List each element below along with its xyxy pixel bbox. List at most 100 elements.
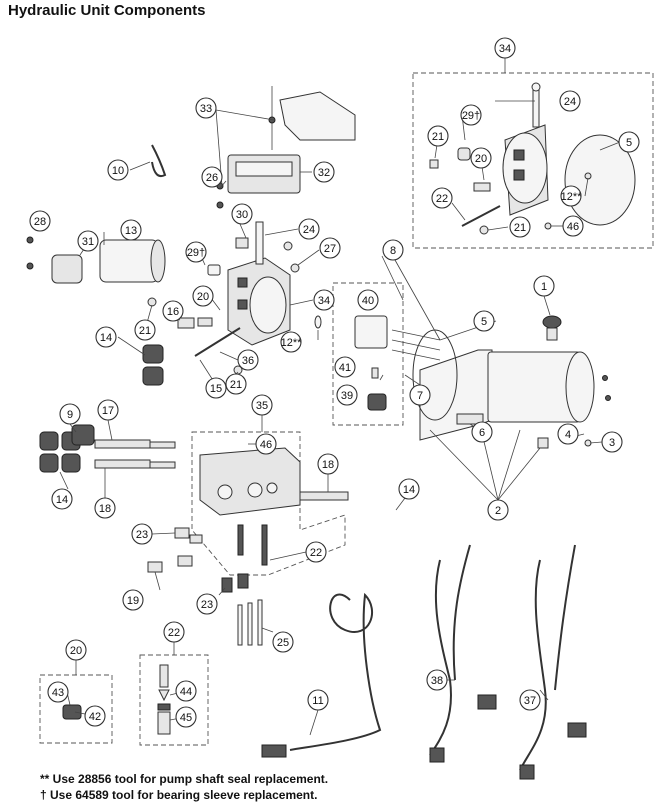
callout-16: 16: [162, 300, 184, 322]
callout-22-mid: 22: [305, 541, 327, 563]
callout-28: 28: [29, 210, 51, 232]
svg-text:31: 31: [82, 236, 94, 248]
callout-22-top: 22: [431, 187, 453, 209]
callout-10: 10: [107, 159, 129, 181]
callout-26: 26: [201, 166, 223, 188]
callout-27: 27: [319, 237, 341, 259]
svg-text:22: 22: [436, 193, 448, 205]
callout-12-top: 12**: [560, 185, 582, 207]
callout-11: 11: [307, 689, 329, 711]
svg-text:22: 22: [168, 627, 180, 639]
svg-text:3: 3: [609, 437, 615, 449]
callout-3: 3: [601, 431, 623, 453]
callout-20-mid: 20: [192, 285, 214, 307]
callout-31: 31: [77, 230, 99, 252]
svg-text:12**: 12**: [281, 337, 303, 349]
svg-text:5: 5: [481, 316, 487, 328]
callout-32: 32: [313, 161, 335, 183]
group-box-22-detail: [139, 654, 209, 746]
svg-text:1: 1: [541, 281, 547, 293]
callout-43: 43: [47, 681, 69, 703]
wiring-harnesses: [261, 544, 587, 780]
svg-text:23: 23: [136, 529, 148, 541]
svg-text:20: 20: [197, 291, 209, 303]
svg-text:33: 33: [200, 103, 212, 115]
svg-text:6: 6: [479, 427, 485, 439]
svg-text:5: 5: [626, 137, 632, 149]
pump-manifold: [147, 221, 322, 375]
svg-text:20: 20: [70, 645, 82, 657]
svg-text:38: 38: [431, 675, 443, 687]
svg-text:9: 9: [67, 409, 73, 421]
callout-9: 9: [59, 403, 81, 425]
callout-39: 39: [336, 384, 358, 406]
callout-41: 41: [334, 356, 356, 378]
svg-text:8: 8: [390, 245, 396, 257]
svg-text:18: 18: [322, 459, 334, 471]
svg-text:26: 26: [206, 172, 218, 184]
callout-34-mid: 34: [313, 289, 335, 311]
callout-24-mid: 24: [298, 218, 320, 240]
svg-text:20: 20: [475, 153, 487, 165]
svg-text:43: 43: [52, 687, 64, 699]
callout-44: 44: [175, 680, 197, 702]
callout-19: 19: [122, 589, 144, 611]
svg-text:39: 39: [341, 390, 353, 402]
svg-text:14: 14: [403, 484, 415, 496]
detail-contents: [62, 664, 171, 735]
callout-13: 13: [120, 219, 142, 241]
callout-23-lower: 23: [196, 593, 218, 615]
control-board-parts: [151, 86, 356, 209]
svg-text:22: 22: [310, 547, 322, 559]
svg-text:32: 32: [318, 167, 330, 179]
callout-5-mid: 5: [473, 310, 495, 332]
svg-text:41: 41: [339, 362, 351, 374]
svg-text:24: 24: [564, 96, 576, 108]
callout-7: 7: [409, 384, 431, 406]
callout-15: 15: [205, 377, 227, 399]
callout-36: 36: [237, 349, 259, 371]
fittings-lower: [147, 527, 263, 646]
callout-21-top: 21: [427, 125, 449, 147]
svg-text:45: 45: [180, 712, 192, 724]
svg-text:21: 21: [514, 222, 526, 234]
svg-text:27: 27: [324, 243, 336, 255]
valve-manifold: [199, 447, 301, 566]
callout-24-top: 24: [559, 90, 581, 112]
svg-text:44: 44: [180, 686, 192, 698]
callout-8: 8: [382, 239, 404, 261]
callout-25: 25: [272, 631, 294, 653]
callout-46-top: 46: [562, 215, 584, 237]
callout-14-left: 14: [51, 488, 73, 510]
callout-29-top: 29†: [460, 104, 482, 126]
svg-text:28: 28: [34, 216, 46, 228]
svg-text:7: 7: [417, 390, 423, 402]
callout-5-top: 5: [618, 131, 640, 153]
svg-text:30: 30: [236, 209, 248, 221]
callout-40: 40: [357, 289, 379, 311]
svg-text:21: 21: [230, 379, 242, 391]
svg-text:21: 21: [432, 131, 444, 143]
svg-text:13: 13: [125, 225, 137, 237]
svg-text:23: 23: [201, 599, 213, 611]
callout-29-mid: 29†: [185, 241, 207, 263]
callout-30: 30: [231, 203, 253, 225]
callout-18-left: 18: [94, 497, 116, 519]
callout-45: 45: [175, 706, 197, 728]
callout-35: 35: [251, 394, 273, 416]
svg-text:19: 19: [127, 595, 139, 607]
solenoid-coils-left: [39, 344, 164, 473]
svg-text:14: 14: [100, 332, 112, 344]
callout-12-mid: 12**: [280, 331, 303, 353]
callout-20-detail: 20: [65, 639, 87, 661]
svg-text:34: 34: [499, 43, 511, 55]
callout-21-low: 21: [225, 373, 247, 395]
callout-21-top-b: 21: [509, 216, 531, 238]
callout-2: 2: [487, 499, 509, 521]
callout-6: 6: [471, 421, 493, 443]
callout-4: 4: [557, 423, 579, 445]
svg-text:15: 15: [210, 383, 222, 395]
svg-text:10: 10: [112, 165, 124, 177]
page-title: Hydraulic Unit Components: [8, 2, 206, 19]
